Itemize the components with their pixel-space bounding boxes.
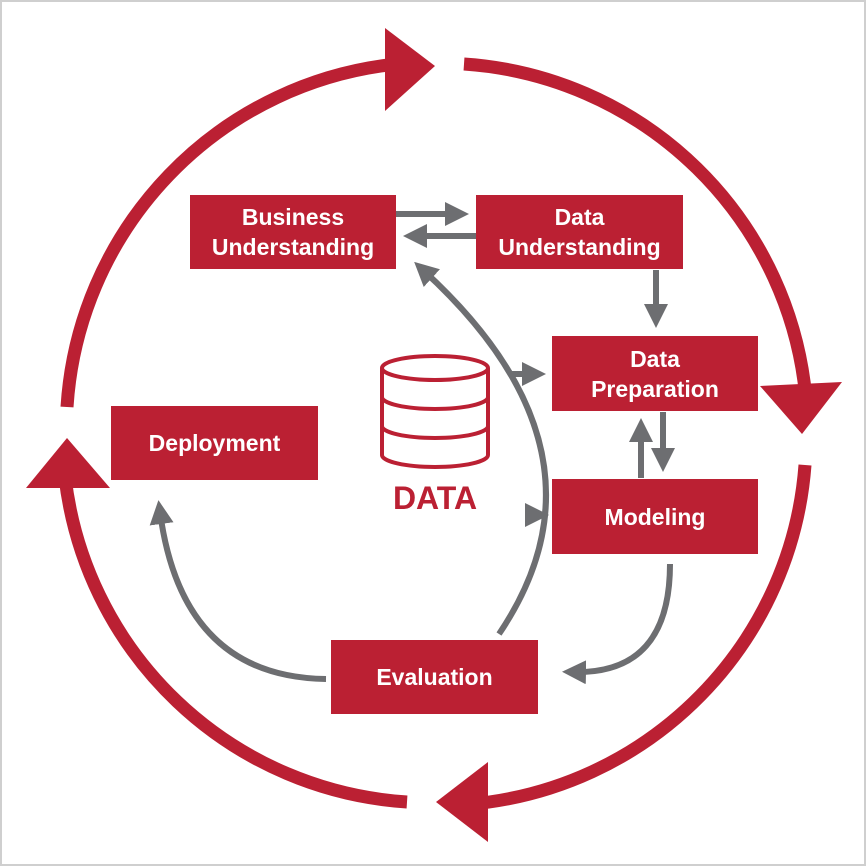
phase-business-understanding-line2: Understanding — [211, 234, 375, 260]
phase-evaluation-label: Evaluation — [376, 664, 493, 690]
phase-evaluation: Evaluation — [331, 640, 538, 714]
connector-modeling-to-evaluation — [562, 563, 673, 685]
phase-deployment: Deployment — [111, 406, 318, 480]
phase-business-understanding-line1: Business — [241, 204, 345, 230]
connector-evaluation-to-deployment — [149, 500, 327, 682]
phase-data-preparation: Data Preparation — [552, 336, 758, 411]
connector-evaluation-to-business — [414, 261, 549, 636]
phase-data-understanding-line1: Data — [554, 204, 605, 230]
database-icon — [380, 354, 490, 469]
data-center-label: DATA — [392, 480, 478, 516]
outer-cycle — [58, 57, 813, 811]
outer-arc-bottom-left — [58, 476, 408, 809]
inner-connectors — [149, 202, 675, 685]
phase-business-understanding: Business Understanding — [190, 195, 396, 269]
outer-arrowhead-top — [385, 28, 435, 111]
phase-deployment-label: Deployment — [148, 430, 281, 456]
outer-arc-top-left — [60, 57, 398, 408]
outer-arrowhead-right — [760, 382, 842, 434]
outer-arc-top-right — [463, 57, 813, 400]
phase-data-understanding: Data Understanding — [476, 195, 683, 269]
outer-arrowhead-left — [26, 438, 110, 488]
outer-arrowhead-bottom — [436, 762, 488, 842]
phase-data-understanding-line2: Understanding — [498, 234, 661, 260]
outer-arc-bottom-right — [471, 464, 812, 811]
outer-arrowheads — [26, 28, 842, 842]
phase-data-preparation-line1: Data — [630, 345, 680, 372]
phase-modeling: Modeling — [552, 479, 758, 554]
phase-modeling-label: Modeling — [604, 503, 706, 530]
phase-data-preparation-line2: Preparation — [591, 375, 719, 402]
